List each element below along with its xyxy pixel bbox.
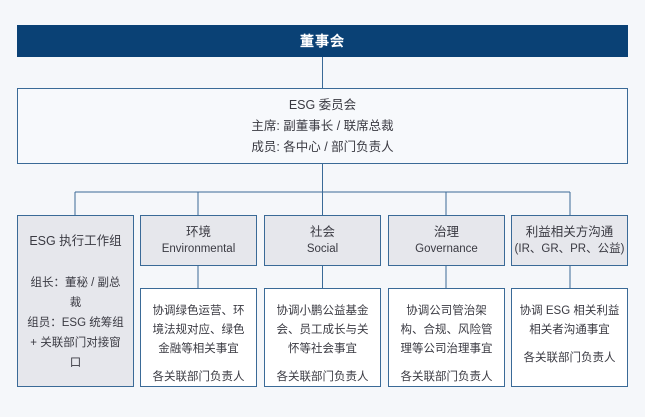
pillar-owner: 各关联部门负责人	[400, 371, 493, 383]
pillar-description: 协调绿色运营、环境法规对应、绿色金融等相关事宜	[152, 305, 245, 355]
committee-members: 成员: 各中心 / 部门负责人	[251, 139, 394, 154]
pillar-title-zh: 治理	[433, 225, 459, 239]
board-banner: 董事会	[17, 25, 628, 57]
working-group-title: ESG 执行工作组	[29, 234, 122, 248]
pillar-body-environmental: 协调绿色运营、环境法规对应、绿色金融等相关事宜 各关联部门负责人	[140, 288, 257, 387]
pillar-owner: 各关联部门负责人	[523, 352, 616, 364]
pillar-title-zh: 环境	[185, 225, 211, 239]
pillar-owner: 各关联部门负责人	[152, 371, 245, 383]
pillar-description: 协调小鹏公益基金会、员工成长与关怀等社会事宜	[276, 305, 369, 355]
pillar-header-environmental: 环境 Environmental	[140, 215, 257, 266]
committee-name: ESG 委员会	[288, 97, 357, 112]
pillar-header-governance: 治理 Governance	[388, 215, 505, 266]
esg-committee-box: ESG 委员会 主席: 副董事长 / 联席总裁 成员: 各中心 / 部门负责人	[17, 88, 628, 164]
pillar-title-en: (IR、GR、PR、公益)	[514, 243, 625, 255]
board-label: 董事会	[300, 33, 345, 49]
pillar-title-en: Social	[306, 243, 339, 255]
pillar-body-governance: 协调公司管治架构、合规、风险管理等公司治理事宜 各关联部门负责人	[388, 288, 505, 387]
pillar-body-social: 协调小鹏公益基金会、员工成长与关怀等社会事宜 各关联部门负责人	[264, 288, 381, 387]
pillar-title-en: Environmental	[161, 243, 236, 255]
pillar-header-social: 社会 Social	[264, 215, 381, 266]
pillar-title-en: Governance	[415, 243, 478, 255]
committee-chair: 主席: 副董事长 / 联席总裁	[251, 118, 394, 133]
pillar-owner: 各关联部门负责人	[276, 371, 369, 383]
pillar-title-zh: 利益相关方沟通	[525, 225, 614, 239]
esg-working-group-box: ESG 执行工作组 组长：董秘 / 副总裁 组员：ESG 统筹组 + 关联部门对…	[17, 215, 134, 387]
pillar-description: 协调公司管治架构、合规、风险管理等公司治理事宜	[400, 305, 493, 355]
pillar-description: 协调 ESG 相关利益相关者沟通事宜	[519, 305, 620, 336]
working-group-members: 组员：ESG 统筹组 + 关联部门对接窗口	[27, 317, 124, 369]
pillar-header-stakeholder: 利益相关方沟通 (IR、GR、PR、公益)	[511, 215, 628, 266]
pillar-title-zh: 社会	[309, 225, 335, 239]
pillar-body-stakeholder: 协调 ESG 相关利益相关者沟通事宜 各关联部门负责人	[511, 288, 628, 387]
working-group-leader: 组长：董秘 / 副总裁	[30, 277, 121, 309]
